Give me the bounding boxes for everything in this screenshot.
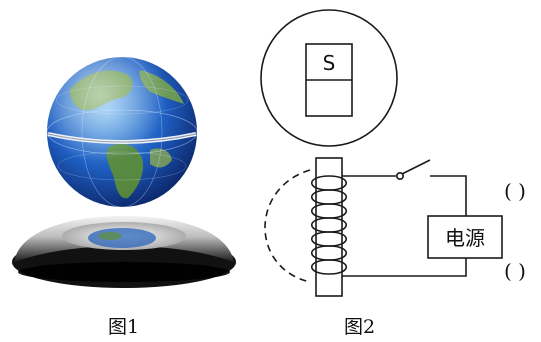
magnet-pole-label: S xyxy=(323,51,336,75)
globe xyxy=(46,56,198,208)
levitating-globe-illustration xyxy=(12,56,236,288)
lower-pole-blank: ( ) xyxy=(504,259,526,283)
globe-outline-circle xyxy=(260,9,398,147)
circuit-wires xyxy=(342,159,503,277)
iron-core xyxy=(315,157,343,297)
coil-windings xyxy=(310,175,348,275)
figure1-caption: 图1 xyxy=(108,316,140,338)
figure2-caption: 图2 xyxy=(344,316,376,338)
power-source-box xyxy=(427,215,503,259)
magnetic-field-line xyxy=(264,169,311,283)
magnetic-base xyxy=(12,216,236,288)
upper-pole-blank: ( ) xyxy=(504,179,526,203)
power-source-label: 电源 xyxy=(445,226,485,250)
electromagnet-circuit-diagram xyxy=(260,9,503,297)
switch-pivot xyxy=(395,172,404,181)
switch-blade xyxy=(401,159,431,175)
